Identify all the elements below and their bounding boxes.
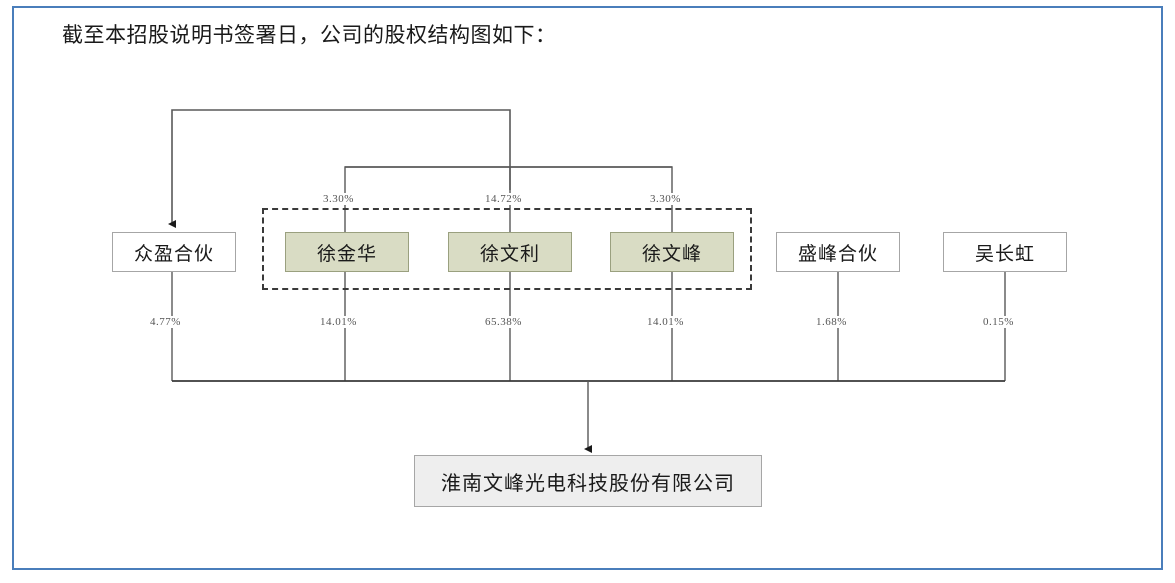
node-label: 众盈合伙 (133, 243, 214, 265)
node-issuer-company[interactable]: 淮南文峰光电科技股份有限公司 (414, 455, 762, 507)
pct-xuwenli-to-company: 65.38% (482, 316, 525, 328)
pct-xujinhua-to-company: 14.01% (317, 316, 360, 328)
node-xu-wenfeng[interactable]: 徐文峰 (610, 232, 734, 272)
node-zhongying-partnership[interactable]: 众盈合伙 (112, 232, 236, 272)
node-label: 徐文利 (479, 243, 540, 265)
node-label: 盛峰合伙 (797, 243, 878, 265)
pct-xuwenfeng-to-company: 14.01% (644, 316, 687, 328)
node-label: 徐文峰 (641, 243, 702, 265)
node-label: 吴长虹 (974, 243, 1035, 265)
node-shengfeng-partnership[interactable]: 盛峰合伙 (776, 232, 900, 272)
node-label: 淮南文峰光电科技股份有限公司 (441, 472, 735, 495)
node-xu-jinhua[interactable]: 徐金华 (285, 232, 409, 272)
node-wu-changhong[interactable]: 吴长虹 (943, 232, 1067, 272)
pct-xuwenfeng-to-zhongying: 3.30% (647, 193, 684, 205)
edges-shareholders-to-company (171, 272, 1006, 453)
pct-shengfeng-to-company: 1.68% (813, 316, 850, 328)
pct-wuchanghong-to-company: 0.15% (980, 316, 1017, 328)
pct-zhongying-to-company: 4.77% (147, 316, 184, 328)
pct-xujinhua-to-zhongying: 3.30% (320, 193, 357, 205)
node-label: 徐金华 (316, 243, 377, 265)
intro-paragraph: 截至本招股说明书签署日，公司的股权结构图如下： (62, 23, 557, 47)
edge-xuwenli-to-zhongying (168, 109, 511, 228)
node-xu-wenli[interactable]: 徐文利 (448, 232, 572, 272)
concert-party-dashed-group (262, 208, 752, 290)
pct-xuwenli-to-zhongying: 14.72% (482, 193, 525, 205)
